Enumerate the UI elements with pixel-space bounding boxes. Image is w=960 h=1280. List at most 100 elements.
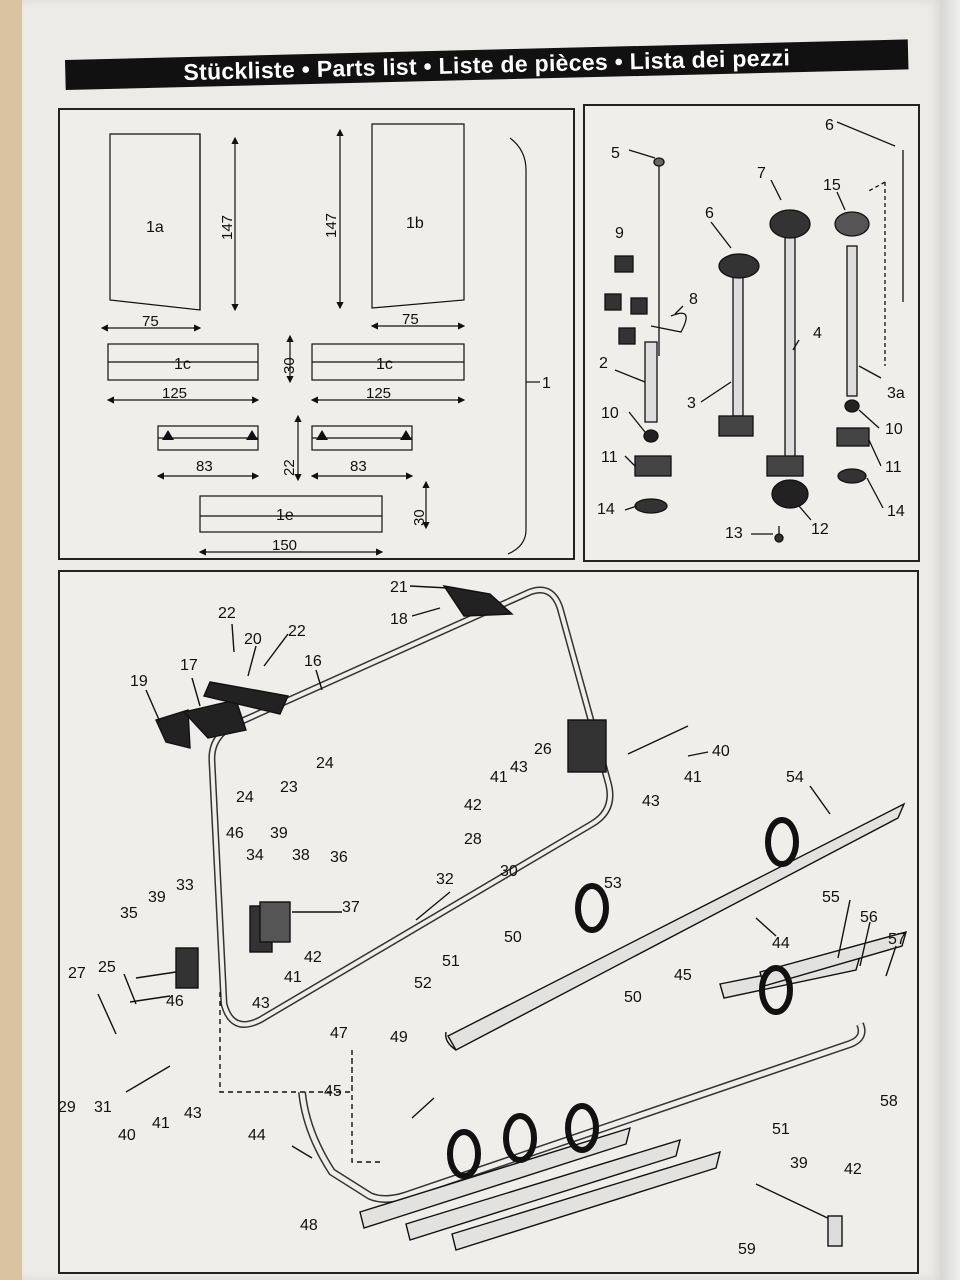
part-callout-22: 22	[288, 623, 306, 640]
part-callout-11: 11	[885, 459, 902, 476]
pad-1c-left-width: 125	[162, 385, 187, 402]
part-callout-37: 37	[342, 899, 360, 916]
part-callout-41: 41	[284, 969, 302, 986]
part-callout-20: 20	[244, 631, 262, 648]
part-callout-12: 12	[811, 521, 829, 538]
part-callout-18: 18	[390, 611, 408, 628]
part-callout-11: 11	[601, 449, 618, 466]
pad-1c-right-label: 1c	[376, 356, 393, 373]
part-callout-53: 53	[604, 875, 622, 892]
strip-1-label: 1	[542, 375, 551, 392]
part-callout-24: 24	[236, 789, 254, 806]
part-callout-32: 32	[436, 871, 454, 888]
pad-1b-label: 1b	[406, 215, 424, 232]
part-callout-42: 42	[464, 797, 482, 814]
part-callout-58: 58	[880, 1093, 898, 1110]
part-callout-23: 23	[280, 779, 298, 796]
part-callout-52: 52	[414, 975, 432, 992]
part-callout-49: 49	[390, 1029, 408, 1046]
part-callout-14: 14	[597, 501, 615, 518]
part-callout-36: 36	[330, 849, 348, 866]
part-callout-39: 39	[790, 1155, 808, 1172]
pad-1e-width: 150	[272, 537, 297, 554]
pad-1b-height: 147	[323, 213, 340, 238]
part-callout-50: 50	[624, 989, 642, 1006]
part-callout-46: 46	[166, 993, 184, 1010]
part-callout-56: 56	[860, 909, 878, 926]
part-callout-24: 24	[316, 755, 334, 772]
part-callout-27: 27	[68, 965, 86, 982]
pad-1a-label: 1a	[146, 219, 164, 236]
part-callout-30: 30	[500, 863, 518, 880]
part-callout-42: 42	[844, 1161, 862, 1178]
part-callout-45: 45	[674, 967, 692, 984]
part-callout-2: 2	[599, 355, 608, 372]
part-callout-22: 22	[218, 605, 236, 622]
part-callout-43: 43	[252, 995, 270, 1012]
part-callout-39: 39	[148, 889, 166, 906]
part-callout-3: 3	[687, 395, 696, 412]
pads-panel: 1a 147 75 1b 147 75 1c 125 30 1c 125 83 …	[58, 108, 575, 560]
part-callout-21: 21	[390, 579, 408, 596]
part-callout-5: 5	[611, 145, 620, 162]
part-callout-40: 40	[118, 1127, 136, 1144]
part-callout-38: 38	[292, 847, 310, 864]
part-callout-3a: 3a	[887, 385, 905, 402]
part-callout-43: 43	[184, 1105, 202, 1122]
part-callout-9: 9	[615, 225, 624, 242]
part-callout-31: 31	[94, 1099, 112, 1116]
pad-1b-width: 75	[402, 311, 419, 328]
part-callout-50: 50	[504, 929, 522, 946]
pad-1e-shape	[199, 495, 383, 533]
pad-1d-left-width: 83	[196, 458, 213, 475]
part-callout-6: 6	[825, 117, 834, 134]
part-callout-57: 57	[888, 931, 906, 948]
pad-1a-height: 147	[219, 215, 236, 240]
part-callout-35: 35	[120, 905, 138, 922]
pad-1e-height: 30	[411, 509, 428, 526]
part-callout-28: 28	[464, 831, 482, 848]
part-callout-45: 45	[324, 1083, 342, 1100]
part-callout-17: 17	[180, 657, 198, 674]
part-callout-46: 46	[226, 825, 244, 842]
part-callout-41: 41	[684, 769, 702, 786]
part-callout-40: 40	[712, 743, 730, 760]
part-callout-7: 7	[757, 165, 766, 182]
part-callout-15: 15	[823, 177, 841, 194]
part-callout-19: 19	[130, 673, 148, 690]
part-callout-6: 6	[705, 205, 714, 222]
pad-1c-left-label: 1c	[174, 356, 191, 373]
part-callout-39: 39	[270, 825, 288, 842]
part-callout-26: 26	[534, 741, 552, 758]
part-callout-41: 41	[152, 1115, 170, 1132]
part-callout-48: 48	[300, 1217, 318, 1234]
part-callout-59: 59	[738, 1241, 756, 1258]
part-callout-51: 51	[442, 953, 460, 970]
part-callout-44: 44	[772, 935, 790, 952]
part-callout-13: 13	[725, 525, 743, 542]
part-callout-43: 43	[510, 759, 528, 776]
pad-1b-shape	[371, 123, 465, 309]
part-callout-54: 54	[786, 769, 804, 786]
part-callout-42: 42	[304, 949, 322, 966]
part-callout-10: 10	[885, 421, 903, 438]
part-callout-34: 34	[246, 847, 264, 864]
pad-1d-right-width: 83	[350, 458, 367, 475]
part-callout-14: 14	[887, 503, 905, 520]
part-callout-33: 33	[176, 877, 194, 894]
part-callout-10: 10	[601, 405, 619, 422]
pad-1a-width: 75	[142, 313, 159, 330]
strip-1-shape	[507, 137, 527, 555]
part-callout-55: 55	[822, 889, 840, 906]
part-callout-51: 51	[772, 1121, 790, 1138]
part-callout-29: 29	[60, 1099, 76, 1116]
part-callout-44: 44	[248, 1127, 266, 1144]
pad-1e-label: 1e	[276, 507, 294, 524]
part-callout-41: 41	[490, 769, 508, 786]
next-page-edge	[940, 0, 960, 1280]
